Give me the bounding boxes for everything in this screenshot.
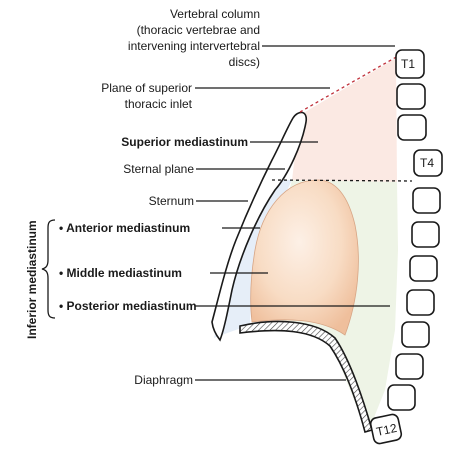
sternum-label: Sternum (149, 194, 194, 208)
vertebra (396, 83, 426, 110)
vertebra (395, 353, 424, 380)
vertebra-t4 (413, 149, 443, 177)
vertebra-t4-label: T4 (420, 156, 434, 170)
vertebra (401, 321, 430, 348)
diaphragm-label: Diaphragm (134, 373, 193, 387)
posterior-mediastinum-label: • Posterior mediastinum (59, 299, 197, 313)
superior-mediastinum-region (292, 58, 397, 182)
vertebra (397, 114, 427, 141)
vertebra (411, 221, 440, 248)
middle-mediastinum-heart (250, 179, 359, 336)
sternal-plane-label: Sternal plane (123, 162, 194, 176)
vertebra (387, 384, 416, 411)
sternal-plane-line (271, 179, 413, 182)
vertebra-t12-label: T12 (375, 421, 398, 439)
vertebral-column-label-1: Vertebral column (170, 7, 260, 21)
vertebra-t12 (369, 413, 403, 445)
vertebral-column-label-3: intervening intervertebral (128, 39, 260, 53)
vertebra (412, 187, 441, 214)
vertebral-column-label-2: (thoracic vertebrae and (137, 23, 260, 37)
vertebral-column: T1 T4 T12 (369, 49, 443, 445)
vertebra-t1 (395, 49, 425, 79)
superior-inlet-label-1: Plane of superior (101, 81, 192, 95)
vertebra-t1-label: T1 (401, 57, 415, 71)
anterior-mediastinum-label: • Anterior mediastinum (59, 221, 190, 235)
inferior-mediastinum-brace (41, 219, 56, 319)
superior-inlet-label-2: thoracic inlet (125, 97, 193, 111)
vertebral-column-label-4: discs) (229, 55, 260, 69)
vertebra (409, 255, 438, 282)
vertebra (406, 289, 435, 316)
superior-inlet-plane (299, 55, 399, 113)
middle-mediastinum-label: • Middle mediastinum (59, 266, 182, 280)
inferior-mediastinum-label: Inferior mediastinum (25, 220, 39, 339)
superior-mediastinum-label: Superior mediastinum (121, 135, 248, 149)
